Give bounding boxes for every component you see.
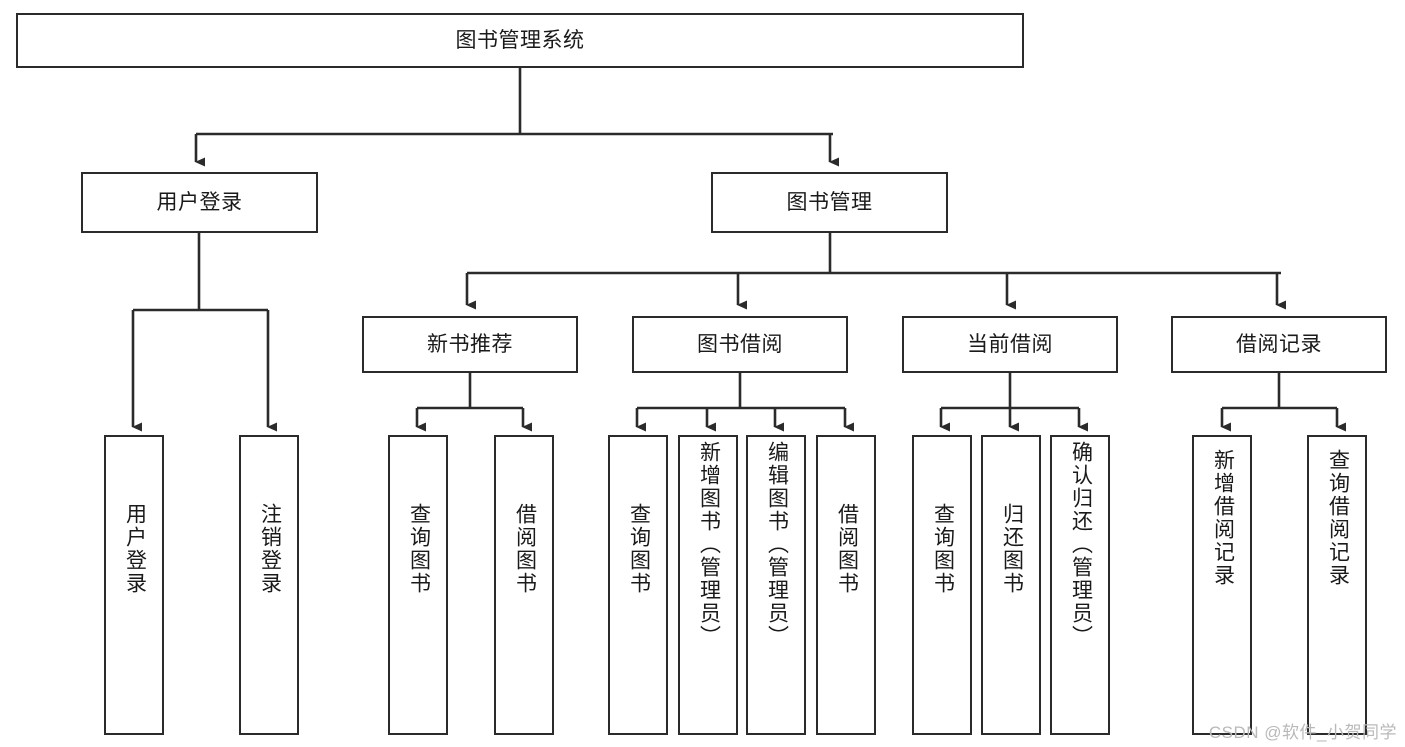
leaf-cb-confirm-return-admin[interactable]: 确认归还（管理员） — [1050, 435, 1110, 735]
node-new-book-recommend[interactable]: 新书推荐 — [362, 316, 578, 373]
leaf-user-login-label: 用户登录 — [123, 503, 147, 595]
leaf-nb-query-book-label: 查询图书 — [407, 503, 431, 595]
node-book-management[interactable]: 图书管理 — [711, 172, 948, 233]
node-user-login-label: 用户登录 — [156, 190, 243, 214]
node-book-borrow[interactable]: 图书借阅 — [632, 316, 848, 373]
node-borrow-record[interactable]: 借阅记录 — [1171, 316, 1387, 373]
leaf-logout[interactable]: 注销登录 — [239, 435, 299, 735]
leaf-cb-confirm-return-admin-label: 确认归还（管理员） — [1069, 441, 1093, 648]
leaf-bb-add-book-admin[interactable]: 新增图书（管理员） — [678, 435, 738, 735]
node-root-label: 图书管理系统 — [455, 28, 585, 52]
leaf-bb-borrow-book[interactable]: 借阅图书 — [816, 435, 876, 735]
leaf-br-query-record-label: 查询借阅记录 — [1326, 449, 1350, 587]
leaf-cb-query-book-label: 查询图书 — [931, 503, 955, 595]
leaf-br-add-record-label: 新增借阅记录 — [1211, 449, 1235, 587]
leaf-user-login[interactable]: 用户登录 — [104, 435, 164, 735]
node-root-book-management-system[interactable]: 图书管理系统 — [16, 13, 1024, 68]
leaf-nb-borrow-book[interactable]: 借阅图书 — [494, 435, 554, 735]
leaf-cb-query-book[interactable]: 查询图书 — [912, 435, 972, 735]
node-user-login[interactable]: 用户登录 — [81, 172, 318, 233]
leaf-bb-edit-book-admin-label: 编辑图书（管理员） — [765, 441, 789, 648]
leaf-bb-edit-book-admin[interactable]: 编辑图书（管理员） — [746, 435, 806, 735]
node-book-borrow-label: 图书借阅 — [697, 332, 783, 356]
leaf-bb-query-book[interactable]: 查询图书 — [608, 435, 668, 735]
leaf-logout-label: 注销登录 — [258, 503, 282, 595]
node-book-management-label: 图书管理 — [786, 190, 873, 214]
leaf-br-add-record[interactable]: 新增借阅记录 — [1192, 435, 1252, 735]
node-current-borrow-label: 当前借阅 — [967, 332, 1053, 356]
leaf-nb-query-book[interactable]: 查询图书 — [388, 435, 448, 735]
node-current-borrow[interactable]: 当前借阅 — [902, 316, 1118, 373]
leaf-br-query-record[interactable]: 查询借阅记录 — [1307, 435, 1367, 735]
leaf-nb-borrow-book-label: 借阅图书 — [513, 503, 537, 595]
node-borrow-record-label: 借阅记录 — [1236, 332, 1322, 356]
leaf-bb-add-book-admin-label: 新增图书（管理员） — [697, 441, 721, 648]
leaf-bb-query-book-label: 查询图书 — [627, 503, 651, 595]
leaf-bb-borrow-book-label: 借阅图书 — [835, 503, 859, 595]
node-new-book-recommend-label: 新书推荐 — [427, 332, 513, 356]
leaf-cb-return-book-label: 归还图书 — [1000, 503, 1024, 595]
leaf-cb-return-book[interactable]: 归还图书 — [981, 435, 1041, 735]
